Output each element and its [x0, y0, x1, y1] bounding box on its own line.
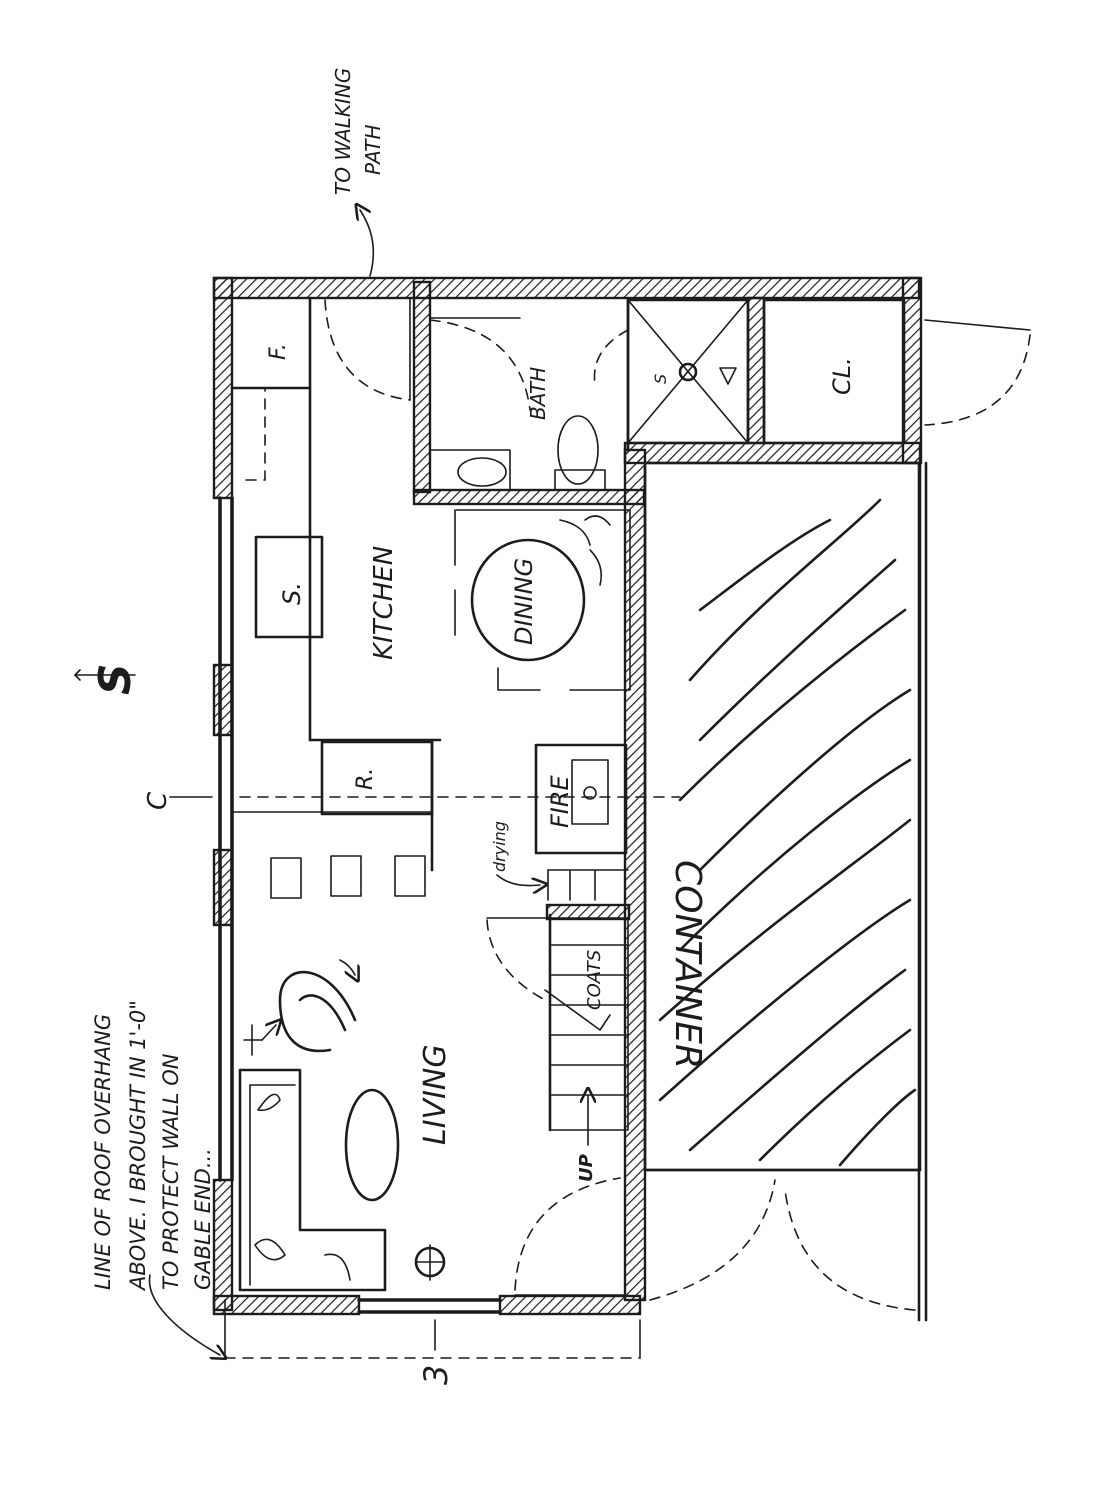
- label-overhang-1: LINE OF ROOF OVERHANG: [91, 1014, 115, 1290]
- label-walking-path-1: TO WALKING: [331, 68, 355, 195]
- label-overhang-4: GABLE END...: [191, 1148, 215, 1290]
- label-bath: BATH: [526, 367, 550, 420]
- bar-stools: [270, 855, 426, 899]
- label-shower: S: [651, 374, 670, 384]
- drying-rack: [496, 869, 629, 901]
- label-container: CONTAINER: [667, 860, 708, 1069]
- lounge-chair: [278, 970, 357, 1053]
- bath-fixtures: [429, 317, 606, 491]
- shower: [593, 298, 750, 445]
- label-living: LIVING: [418, 1044, 453, 1145]
- stairs: [544, 917, 629, 1146]
- label-fridge-f: F.: [266, 343, 291, 360]
- label-stove: S.: [278, 582, 306, 605]
- label-up: UP: [576, 1154, 597, 1182]
- interior-walls: [412, 280, 922, 1302]
- fireplace: [534, 743, 628, 855]
- label-overhang-3: TO PROTECT WALL ON: [159, 1053, 183, 1290]
- doors: [324, 210, 1031, 1311]
- coffee-table: [344, 1088, 400, 1202]
- toilet: [557, 415, 599, 485]
- label-fire: FIRE: [546, 774, 574, 828]
- dining-table: [454, 509, 631, 691]
- label-dining: DINING: [510, 558, 538, 645]
- labels: TO WALKING PATH S LINE OF ROOF OVERHANG …: [90, 68, 856, 1385]
- label-coats: COATS: [584, 950, 605, 1010]
- label-overhang-2: ABOVE. I BROUGHT IN 1'-0": [126, 1000, 150, 1292]
- closet: [762, 298, 906, 445]
- label-closet: CL.: [828, 357, 856, 395]
- label-centerline: C: [143, 791, 173, 810]
- label-walking-path-2: PATH: [361, 124, 385, 175]
- kitchen-counters: [230, 296, 442, 872]
- living-furniture: [238, 959, 446, 1292]
- label-kitchen: KITCHEN: [369, 546, 399, 660]
- gridlines: [74, 669, 681, 1358]
- label-fridge-r: R.: [353, 768, 378, 790]
- label-north: S: [90, 663, 141, 695]
- container-area: [643, 461, 922, 1172]
- label-drying: drying: [490, 821, 509, 872]
- label-grid-3: 3: [417, 1365, 455, 1385]
